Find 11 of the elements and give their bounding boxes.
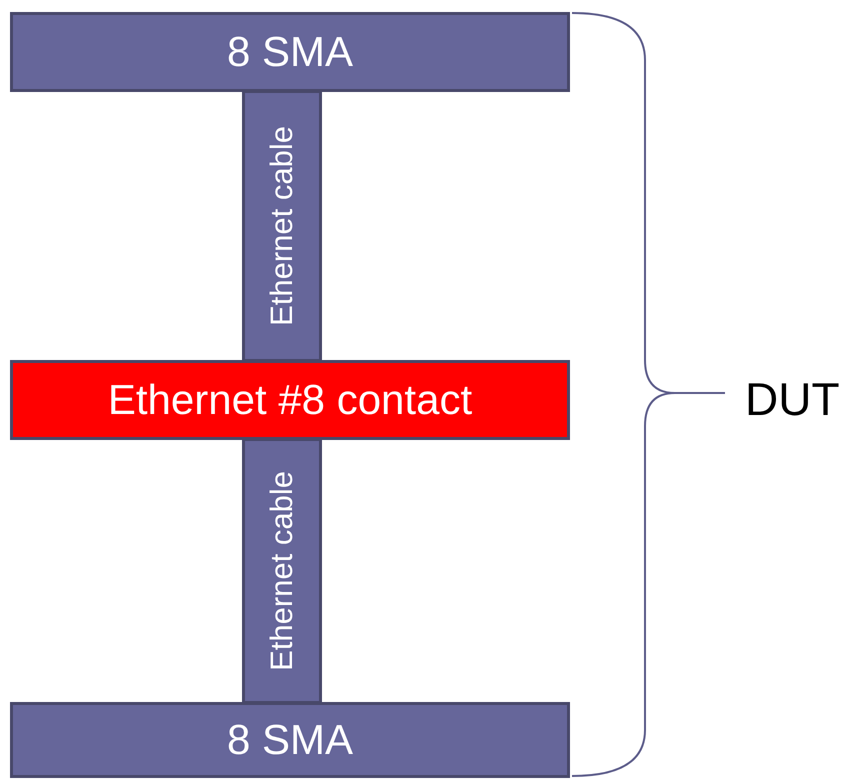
connector-block [10, 702, 570, 778]
cable-label: Ethernet cable [266, 471, 298, 671]
connector-block [10, 12, 570, 92]
block-label: 8 SMA [226, 28, 354, 76]
block-label: Ethernet #8 contact [108, 376, 472, 424]
cable-band [242, 438, 322, 704]
bracket-label: DUT [745, 372, 840, 426]
cable-label: Ethernet cable [266, 126, 298, 326]
cable-band [242, 90, 322, 362]
contact-block [10, 360, 570, 440]
block-label: 8 SMA [226, 716, 354, 764]
